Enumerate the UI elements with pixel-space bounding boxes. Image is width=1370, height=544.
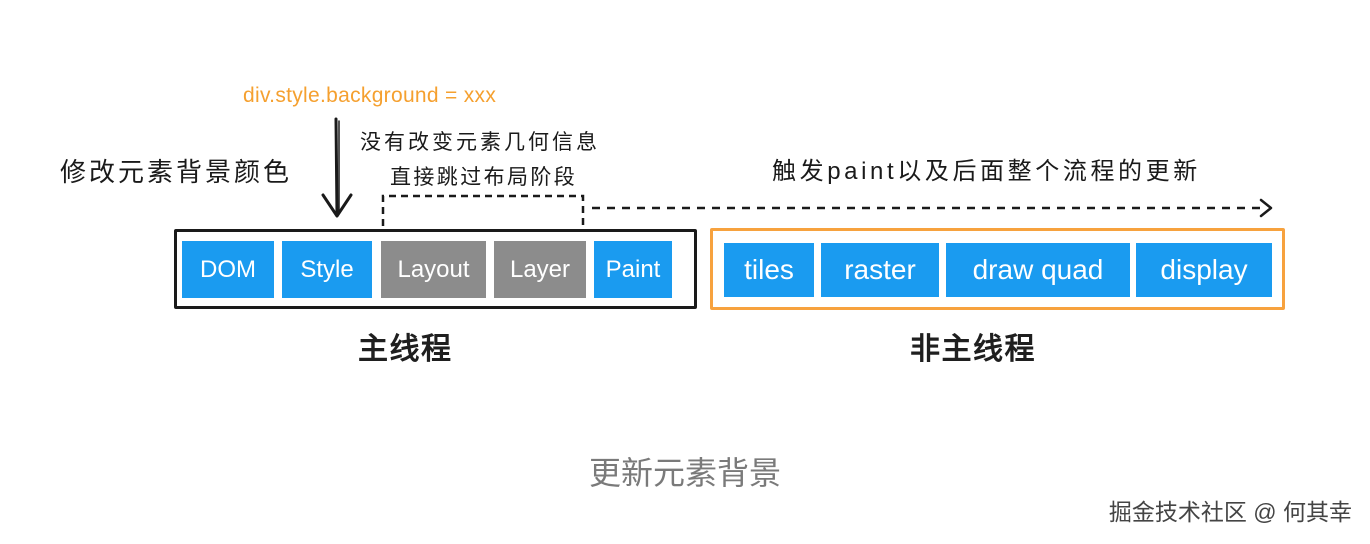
watermark: 掘金技术社区 @ 何其幸 [1108, 499, 1352, 525]
other-thread-box [710, 228, 1285, 310]
other-thread-label: 非主线程 [910, 333, 1036, 366]
figure-caption: 更新元素背景 [588, 455, 781, 491]
skip-note-line2: 直接跳过布局阶段 [390, 166, 578, 189]
main-stage-layer: Layer [494, 241, 586, 298]
stage-label: Style [300, 255, 354, 283]
other-stage-raster: raster [821, 243, 939, 297]
stage-label: Layout [397, 255, 470, 283]
left-note: 修改元素背景颜色 [60, 157, 293, 187]
main-thread-box [174, 229, 697, 309]
down-arrow-icon [321, 117, 353, 218]
stage-label: Paint [605, 255, 661, 283]
main-stage-style: Style [282, 241, 372, 298]
main-thread-label: 主线程 [358, 333, 453, 366]
skip-bracket [381, 194, 585, 226]
code-label: div.style.background = xxx [243, 84, 497, 107]
stage-label: tiles [744, 254, 794, 285]
main-stage-paint: Paint [594, 241, 672, 298]
stage-label: draw quad [972, 254, 1104, 285]
stage-label: display [1160, 254, 1248, 285]
right-note: 触发paint以及后面整个流程的更新 [772, 158, 1201, 185]
dashed-right-arrow-icon [592, 198, 1273, 218]
other-stage-draw-quad: draw quad [946, 243, 1130, 297]
main-stage-dom: DOM [182, 241, 274, 298]
other-stage-tiles: tiles [724, 243, 814, 297]
main-stage-layout: Layout [381, 241, 486, 298]
other-stage-display: display [1136, 243, 1272, 297]
skip-note-line1: 没有改变元素几何信息 [360, 131, 600, 154]
stage-label: DOM [200, 255, 256, 283]
stage-label: Layer [509, 255, 571, 283]
stage-label: raster [844, 254, 916, 285]
